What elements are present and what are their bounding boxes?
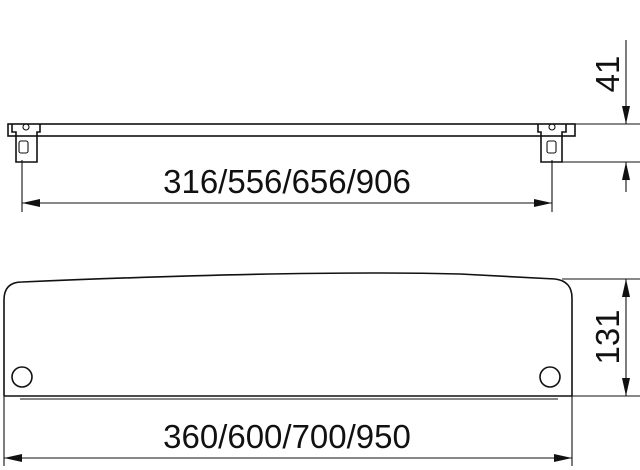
front-height-label: 131 [589, 309, 626, 364]
length-dimension-label: 360/600/700/950 [163, 418, 411, 455]
shelf-top-outline [7, 123, 576, 137]
right-screw-head [548, 123, 556, 131]
top-height-arrow-lower [622, 162, 630, 180]
shelf-front-outline [3, 272, 573, 396]
front-height-arrow-bottom [622, 378, 630, 396]
span-arrow-right [534, 199, 552, 207]
span-dimension-label: 316/556/656/906 [163, 163, 411, 200]
right-bracket-slot [546, 140, 557, 154]
top-height-arrow-upper [622, 106, 630, 124]
length-arrow-right [554, 454, 572, 462]
left-mount-hole [11, 366, 33, 388]
left-bracket-slot [18, 140, 29, 154]
top-view: 316/556/656/906 41 [7, 40, 640, 212]
left-screw-head [22, 123, 30, 131]
front-height-arrow-top [622, 279, 630, 297]
top-height-label: 41 [589, 56, 626, 93]
front-view: 360/600/700/950 131 [3, 272, 640, 466]
span-arrow-left [22, 199, 40, 207]
right-mount-hole [539, 366, 561, 388]
left-bracket [11, 124, 41, 163]
length-arrow-left [4, 454, 22, 462]
